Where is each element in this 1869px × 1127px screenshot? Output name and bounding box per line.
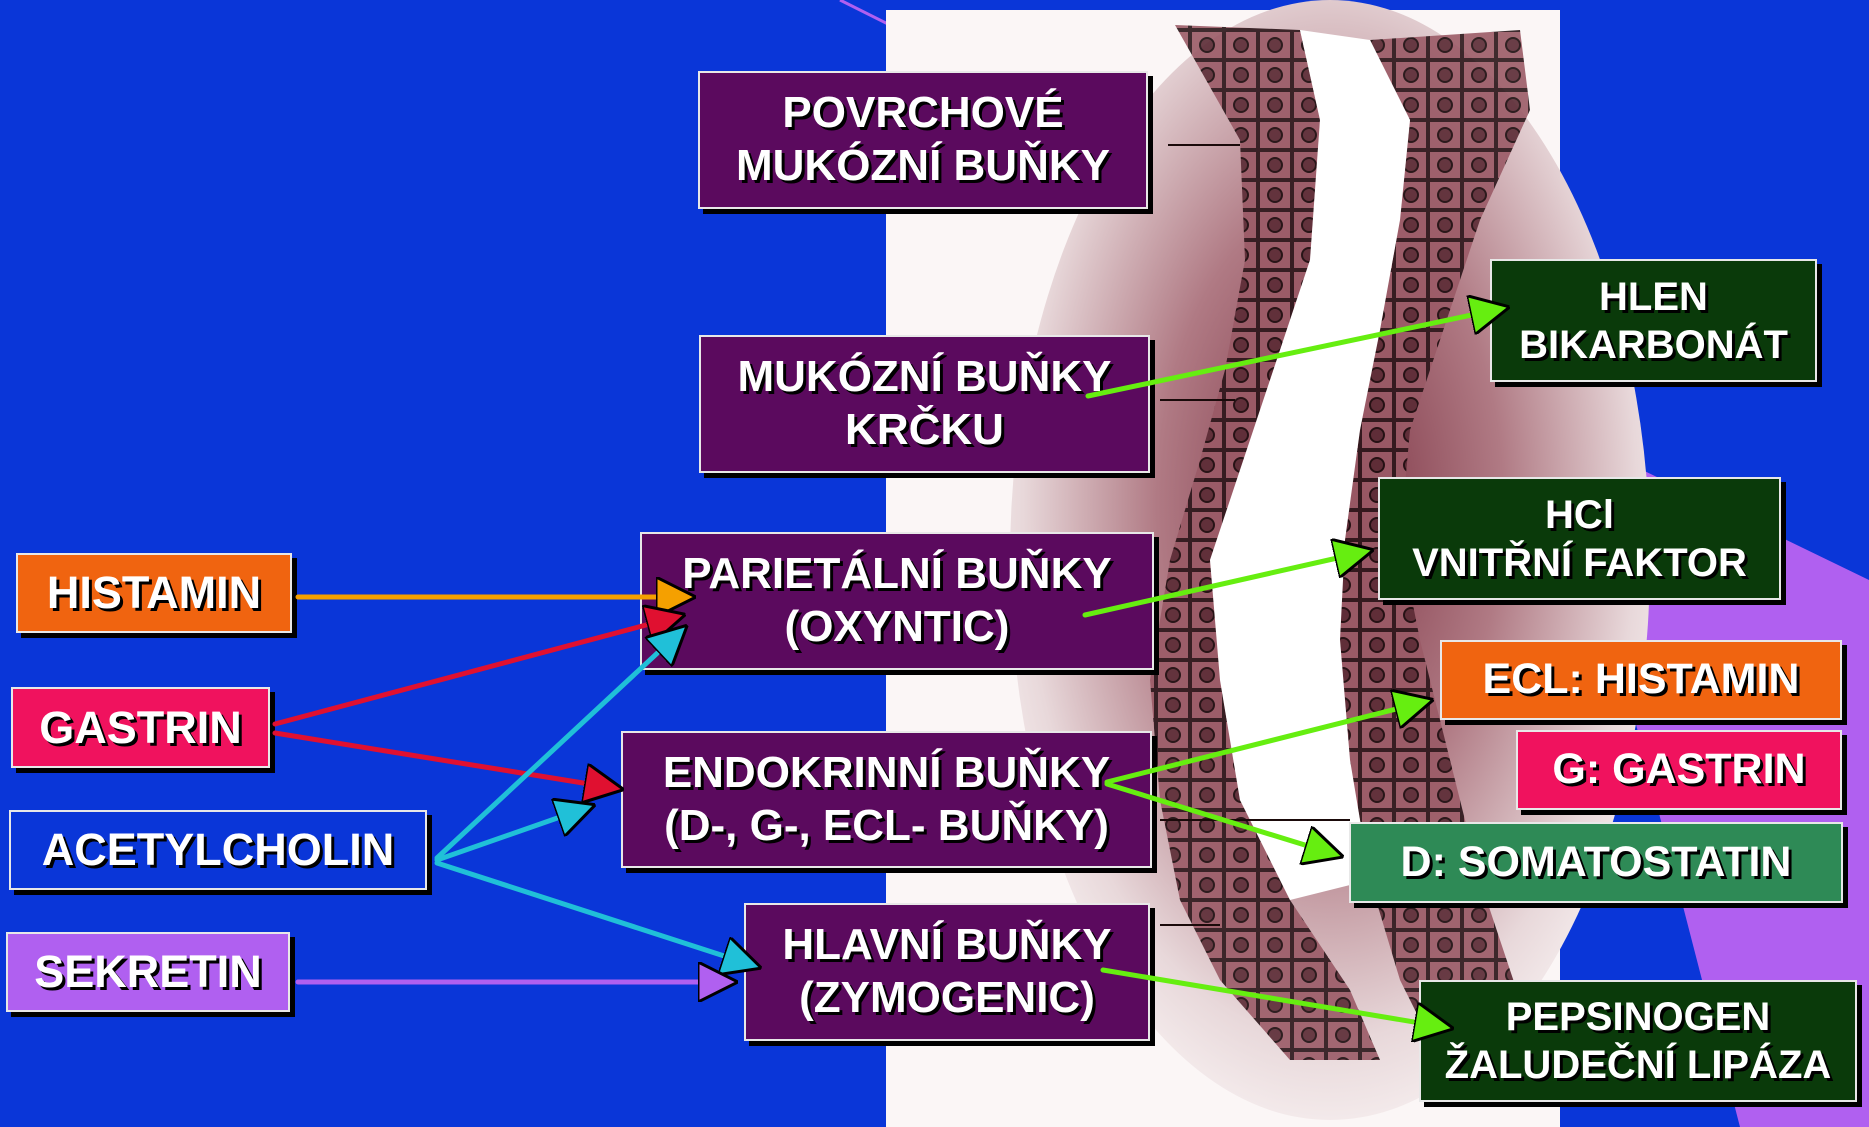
neck-mucous-line-1: MUKÓZNÍ BUŇKY [738, 351, 1112, 404]
neck-mucous-cells-box: MUKÓZNÍ BUŇKY KRČKU [699, 335, 1150, 473]
mucus-product-box: HLEN BIKARBONÁT [1490, 259, 1817, 382]
ecl-histamin-box: ECL: HISTAMIN [1440, 640, 1842, 720]
chief-line-2: (ZYMOGENIC) [799, 972, 1095, 1025]
endocrine-cells-box: ENDOKRINNÍ BUŇKY (D-, G-, ECL- BUŇKY) [621, 731, 1152, 868]
violet-edge-line [840, 0, 890, 25]
surface-mucous-line-2: MUKÓZNÍ BUŇKY [736, 140, 1110, 193]
hcl-line-1: HCl [1545, 491, 1614, 539]
surface-mucous-cells-box: POVRCHOVÉ MUKÓZNÍ BUŇKY [698, 71, 1148, 209]
endocrine-line-2: (D-, G-, ECL- BUŇKY) [664, 800, 1109, 853]
hcl-line-2: VNITŘNÍ FAKTOR [1412, 539, 1747, 587]
gastrin-label: GASTRIN [39, 701, 242, 755]
chief-line-1: HLAVNÍ BUŇKY [782, 919, 1111, 972]
gastrin-stimulus-box: GASTRIN [11, 687, 270, 768]
neck-mucous-line-2: KRČKU [845, 404, 1004, 457]
g-cell-label: G: GASTRIN [1552, 744, 1805, 796]
d-cell-label: D: SOMATOSTATIN [1401, 837, 1792, 889]
endocrine-line-1: ENDOKRINNÍ BUŇKY [663, 747, 1110, 800]
parietal-line-1: PARIETÁLNÍ BUŇKY [682, 548, 1111, 601]
mucus-line-2: BIKARBONÁT [1519, 321, 1788, 369]
histamin-stimulus-box: HISTAMIN [16, 553, 292, 633]
parietal-cells-box: PARIETÁLNÍ BUŇKY (OXYNTIC) [640, 532, 1154, 670]
pepsinogen-line-2: ŽALUDEČNÍ LIPÁZA [1445, 1041, 1832, 1089]
acetylcholin-stimulus-box: ACETYLCHOLIN [9, 810, 427, 890]
pepsinogen-product-box: PEPSINOGEN ŽALUDEČNÍ LIPÁZA [1419, 980, 1857, 1102]
sekretin-stimulus-box: SEKRETIN [6, 932, 290, 1012]
acetylcholin-label: ACETYLCHOLIN [42, 823, 395, 877]
g-gastrin-box: G: GASTRIN [1516, 730, 1842, 810]
sekretin-label: SEKRETIN [34, 945, 262, 999]
parietal-line-2: (OXYNTIC) [785, 601, 1010, 654]
histamin-label: HISTAMIN [47, 566, 261, 620]
chief-cells-box: HLAVNÍ BUŇKY (ZYMOGENIC) [744, 903, 1150, 1041]
d-somatostatin-box: D: SOMATOSTATIN [1349, 822, 1843, 903]
mucus-line-1: HLEN [1599, 273, 1708, 321]
pepsinogen-line-1: PEPSINOGEN [1506, 993, 1771, 1041]
surface-mucous-line-1: POVRCHOVÉ [782, 87, 1063, 140]
hcl-product-box: HCl VNITŘNÍ FAKTOR [1378, 477, 1781, 600]
ecl-label: ECL: HISTAMIN [1483, 654, 1800, 706]
